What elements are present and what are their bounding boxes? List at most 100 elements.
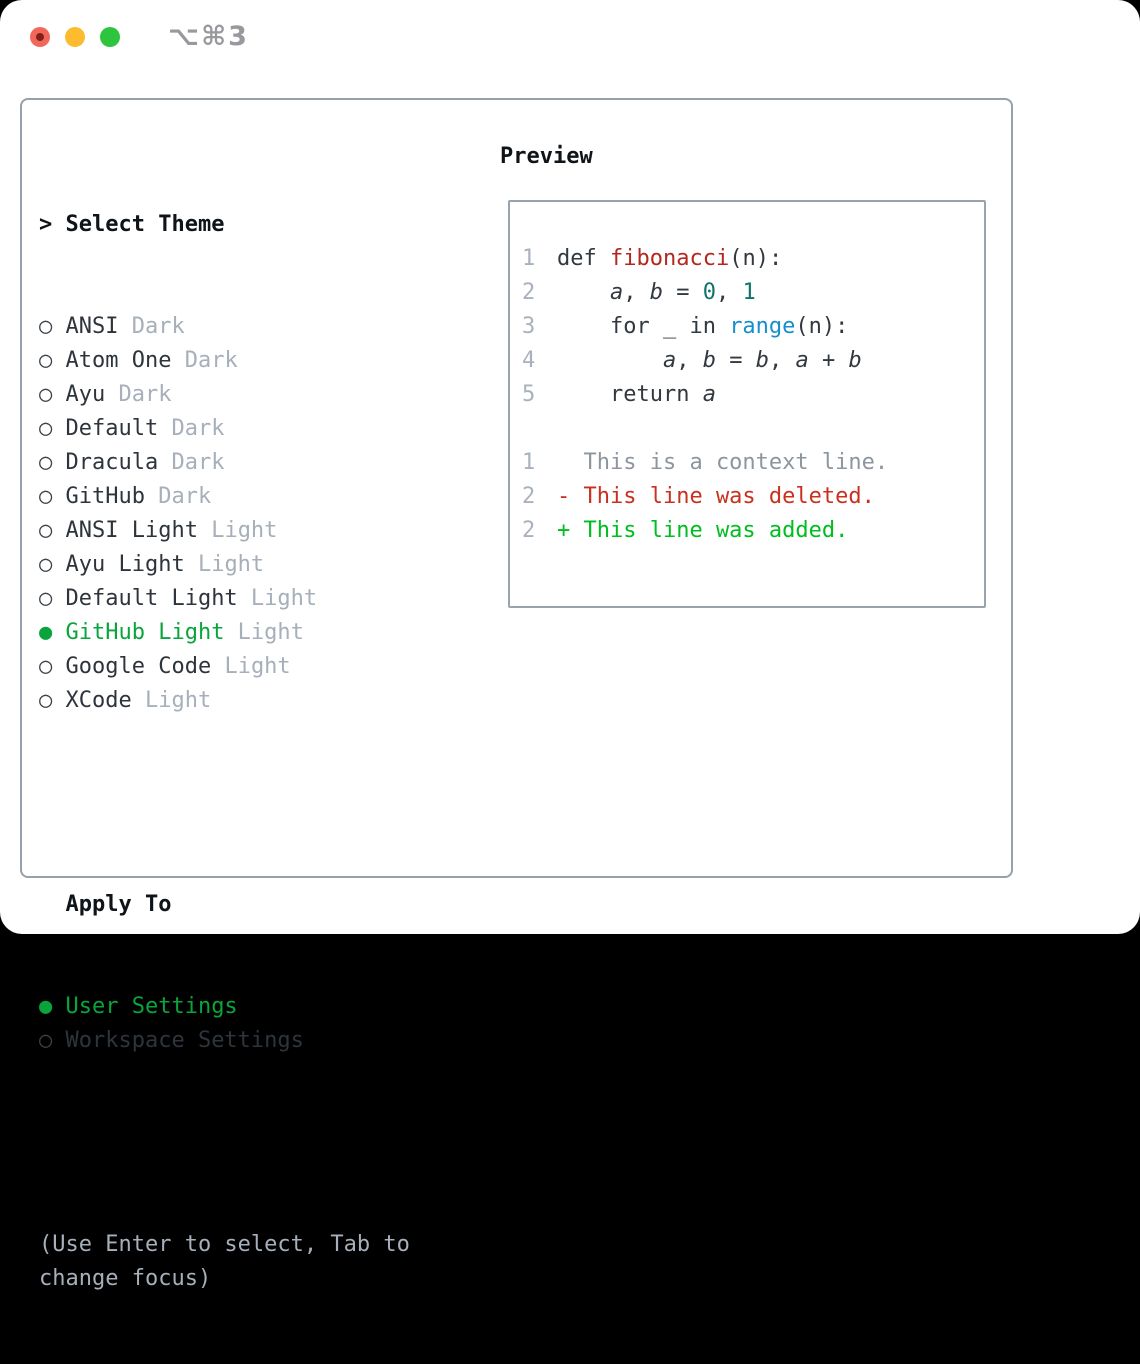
- token-context: This is a context line.: [557, 450, 889, 475]
- theme-item-default[interactable]: ○ Default Dark: [39, 412, 441, 446]
- select-theme-title: Select Theme: [65, 212, 225, 237]
- close-icon[interactable]: [30, 27, 50, 47]
- code-line: 5 return a: [522, 378, 984, 412]
- radio-selected-icon: ●: [39, 620, 53, 645]
- radio-unselected-icon: ○: [39, 586, 53, 611]
- theme-item-ayu[interactable]: ○ Ayu Dark: [39, 378, 441, 412]
- line-number: 5: [522, 382, 536, 407]
- token-plain: +: [808, 348, 849, 373]
- theme-item-label: Default: [52, 416, 159, 441]
- theme-item-label: ANSI Light: [52, 518, 198, 543]
- theme-item-google-code[interactable]: ○ Google Code Light: [39, 650, 441, 684]
- radio-unselected-icon: ○: [39, 484, 53, 509]
- line-number: 2: [522, 280, 536, 305]
- theme-item-default-light[interactable]: ○ Default Light Light: [39, 582, 441, 616]
- theme-item-label: GitHub: [52, 484, 145, 509]
- radio-unselected-icon: ○: [39, 314, 53, 339]
- line-number: 3: [522, 314, 536, 339]
- minimize-icon[interactable]: [65, 27, 85, 47]
- token-plain: return: [557, 382, 703, 407]
- token-deleted: - This line was deleted.: [557, 484, 875, 509]
- theme-item-atom-one[interactable]: ○ Atom One Dark: [39, 344, 441, 378]
- theme-variant-label: Light: [237, 586, 318, 611]
- window-shortcut-label: ⌥⌘3: [168, 21, 249, 52]
- radio-unselected-icon: ○: [39, 348, 53, 373]
- theme-item-label: GitHub Light: [52, 620, 225, 645]
- theme-item-label: Google Code: [52, 654, 212, 679]
- theme-item-ansi-light[interactable]: ○ ANSI Light Light: [39, 514, 441, 548]
- theme-item-ayu-light[interactable]: ○ Ayu Light Light: [39, 548, 441, 582]
- radio-unselected-icon: ○: [39, 1028, 53, 1053]
- theme-item-label: Ayu: [52, 382, 106, 407]
- theme-item-dracula[interactable]: ○ Dracula Dark: [39, 446, 441, 480]
- token-added: + This line was added.: [557, 518, 849, 543]
- theme-item-label: ANSI: [52, 314, 119, 339]
- select-theme-header: > Select Theme: [39, 208, 441, 242]
- apply-option-workspace-settings[interactable]: ○ Workspace Settings: [39, 1024, 441, 1058]
- token-plain: ,: [676, 348, 703, 373]
- token-var: b: [848, 348, 862, 373]
- theme-item-ansi[interactable]: ○ ANSI Dark: [39, 310, 441, 344]
- apply-to-list: ● User Settings○ Workspace Settings: [39, 990, 441, 1058]
- token-num: 0: [702, 280, 716, 305]
- radio-unselected-icon: ○: [39, 450, 53, 475]
- zoom-icon[interactable]: [100, 27, 120, 47]
- theme-variant-label: Light: [211, 654, 291, 679]
- token-builtin: range: [729, 314, 796, 339]
- diff-block: 1 This is a context line. 2 - This line wa…: [522, 446, 984, 548]
- theme-selector-column: > Select Theme ○ ANSI Dark○ Atom One Dar…: [39, 140, 441, 1364]
- theme-variant-label: Light: [197, 518, 278, 543]
- theme-variant-label: Dark: [158, 450, 225, 475]
- radio-unselected-icon: ○: [39, 382, 53, 407]
- theme-variant-label: Dark: [171, 348, 238, 373]
- theme-item-github-light[interactable]: ● GitHub Light Light: [39, 616, 441, 650]
- apply-option-user-settings[interactable]: ● User Settings: [39, 990, 441, 1024]
- theme-item-label: Ayu Light: [52, 552, 185, 577]
- token-plain: (n):: [729, 246, 783, 271]
- token-var: a: [662, 348, 677, 373]
- line-number: 4: [522, 348, 536, 373]
- token-plain: =: [662, 280, 703, 305]
- prompt-icon: >: [39, 212, 53, 237]
- code-line: 3 for _ in range(n):: [522, 310, 984, 344]
- code-line: 2 a, b = 0, 1: [522, 276, 984, 310]
- theme-variant-label: Light: [184, 552, 265, 577]
- token-plain: ,: [715, 280, 743, 305]
- theme-item-label: Dracula: [52, 450, 159, 475]
- theme-variant-label: Dark: [158, 416, 225, 441]
- theme-variant-label: Light: [131, 688, 212, 713]
- apply-option-label: User Settings: [52, 994, 238, 1019]
- diff-line: 1 This is a context line.: [522, 446, 984, 480]
- token-func: fibonacci: [609, 246, 730, 271]
- token-var: b: [755, 348, 769, 373]
- theme-variant-label: Light: [224, 620, 304, 645]
- theme-item-label: Atom One: [52, 348, 172, 373]
- radio-selected-icon: ●: [39, 994, 53, 1019]
- token-plain: ,: [623, 280, 650, 305]
- token-plain: (n):: [795, 314, 849, 339]
- line-number: 2: [522, 484, 536, 509]
- theme-item-github[interactable]: ○ GitHub Dark: [39, 480, 441, 514]
- titlebar: ⌥⌘3: [30, 21, 249, 52]
- token-var: a: [702, 382, 716, 407]
- token-var: a: [609, 280, 624, 305]
- theme-item-xcode[interactable]: ○ XCode Light: [39, 684, 441, 718]
- token-plain: [557, 344, 663, 378]
- theme-variant-label: Dark: [105, 382, 172, 407]
- token-plain: =: [715, 348, 756, 373]
- radio-unselected-icon: ○: [39, 518, 53, 543]
- line-number: 1: [522, 246, 536, 271]
- diff-line: 2 - This line was deleted.: [522, 480, 984, 514]
- line-number: 1: [522, 450, 536, 475]
- line-number: 2: [522, 518, 536, 543]
- keyboard-hint: (Use Enter to select, Tab to change focu…: [39, 1232, 410, 1291]
- radio-unselected-icon: ○: [39, 654, 53, 679]
- theme-list: ○ ANSI Dark○ Atom One Dark○ Ayu Dark○ De…: [39, 310, 441, 718]
- radio-unselected-icon: ○: [39, 688, 53, 713]
- app-window: ⌥⌘3 > Select Theme ○ ANSI Dark○ Atom One…: [0, 0, 1140, 1291]
- apply-option-label: Workspace Settings: [52, 1028, 304, 1053]
- diff-line: 2 + This line was added.: [522, 514, 984, 548]
